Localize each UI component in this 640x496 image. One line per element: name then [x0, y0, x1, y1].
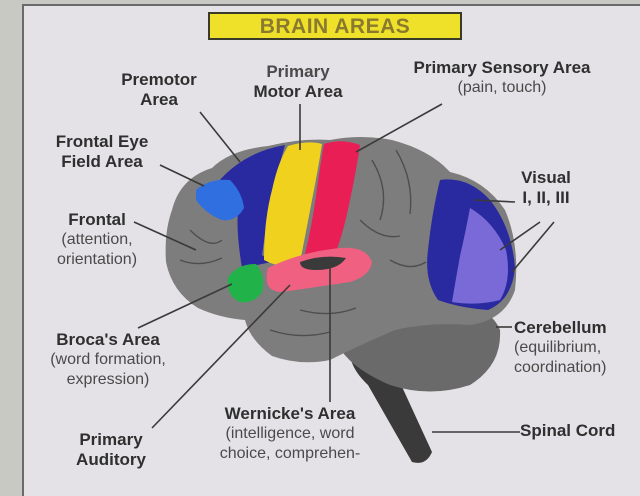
primary-sensory-name: Primary Sensory Area: [413, 58, 591, 77]
primary-sensory-desc: (pain, touch): [457, 79, 547, 96]
premotor-region: [218, 145, 285, 268]
label-frontal-eye: Frontal Eye Field Area: [38, 132, 166, 172]
spinal-cord-name: Spinal Cord: [520, 421, 616, 440]
label-wernickes: Wernicke's Area (intelligence, word choi…: [190, 404, 390, 464]
premotor-line1: Premotor: [121, 70, 197, 89]
label-premotor: Premotor Area: [118, 70, 200, 110]
spinal-cord: [350, 353, 432, 463]
brocas-desc2: expression): [66, 371, 150, 388]
visual-line1: Visual: [521, 168, 571, 187]
brocas-region: [227, 264, 264, 303]
frontal-name: Frontal: [68, 210, 126, 229]
visual-inner-region: [452, 208, 508, 304]
frontal-desc2: orientation): [56, 251, 138, 268]
gyri-lines: [179, 149, 427, 337]
frontal-desc1: (attention,: [61, 231, 133, 248]
brocas-name: Broca's Area: [56, 330, 160, 349]
primary-auditory-line1: Primary: [79, 430, 143, 449]
sylvian-fissure: [300, 256, 346, 270]
label-brocas: Broca's Area (word formation, expression…: [18, 330, 198, 390]
frontal-eye-region: [196, 179, 244, 221]
leader-lines: [133, 103, 555, 433]
premotor-line2: Area: [140, 90, 178, 109]
label-primary-auditory: Primary Auditory: [56, 430, 166, 470]
primary-motor-region: [264, 142, 322, 266]
label-primary-sensory: Primary Sensory Area (pain, touch): [388, 58, 616, 98]
brocas-desc1: (word formation,: [50, 351, 166, 368]
cerebellum-desc1: (equilibrium,: [514, 339, 602, 356]
visual-line2: I, II, III: [522, 188, 570, 207]
primary-motor-line1: Primary: [266, 62, 330, 81]
label-frontal: Frontal (attention, orientation): [32, 210, 162, 270]
wernickes-desc2: choice, comprehen-: [219, 445, 361, 462]
label-primary-motor: Primary Motor Area: [238, 62, 358, 102]
primary-sensory-region: [304, 141, 360, 258]
label-cerebellum: Cerebellum (equilibrium, coordination): [514, 318, 640, 378]
brain-diagram: [133, 103, 555, 463]
wernickes-desc1: (intelligence, word: [225, 425, 355, 442]
cerebellum-desc2: coordination): [514, 359, 607, 376]
frontal-eye-line2: Field Area: [61, 152, 143, 171]
title-banner: BRAIN AREAS: [208, 12, 462, 40]
wernickes-name: Wernicke's Area: [224, 404, 356, 423]
label-spinal-cord: Spinal Cord: [520, 421, 640, 441]
primary-motor-line2: Motor Area: [253, 82, 343, 101]
cerebellum-name: Cerebellum: [514, 318, 607, 337]
frontal-eye-line1: Frontal Eye: [55, 132, 149, 151]
primary-auditory-line2: Auditory: [76, 450, 146, 469]
label-visual: Visual I, II, III: [506, 168, 586, 208]
